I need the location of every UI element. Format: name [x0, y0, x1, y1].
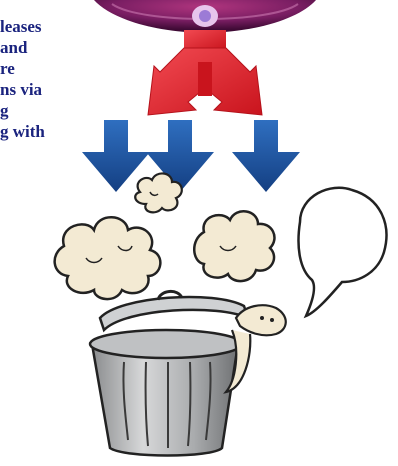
trash-can-icon — [90, 291, 286, 455]
puff-icon — [55, 217, 161, 299]
caption-line: g — [0, 100, 80, 121]
sphere-icon — [94, 0, 316, 33]
caption-line: leases — [0, 16, 80, 37]
split-arrow-icon — [148, 30, 262, 115]
caption-line: re — [0, 58, 80, 79]
down-arrow-icon — [232, 120, 300, 192]
caption-line: ns via — [0, 79, 80, 100]
caption-line: and — [0, 37, 80, 58]
caption-text: leases and re ns via g g with — [0, 16, 80, 142]
puff-icon — [194, 211, 274, 281]
caption-line: g with — [0, 121, 80, 142]
speech-bubble-icon — [299, 188, 387, 316]
